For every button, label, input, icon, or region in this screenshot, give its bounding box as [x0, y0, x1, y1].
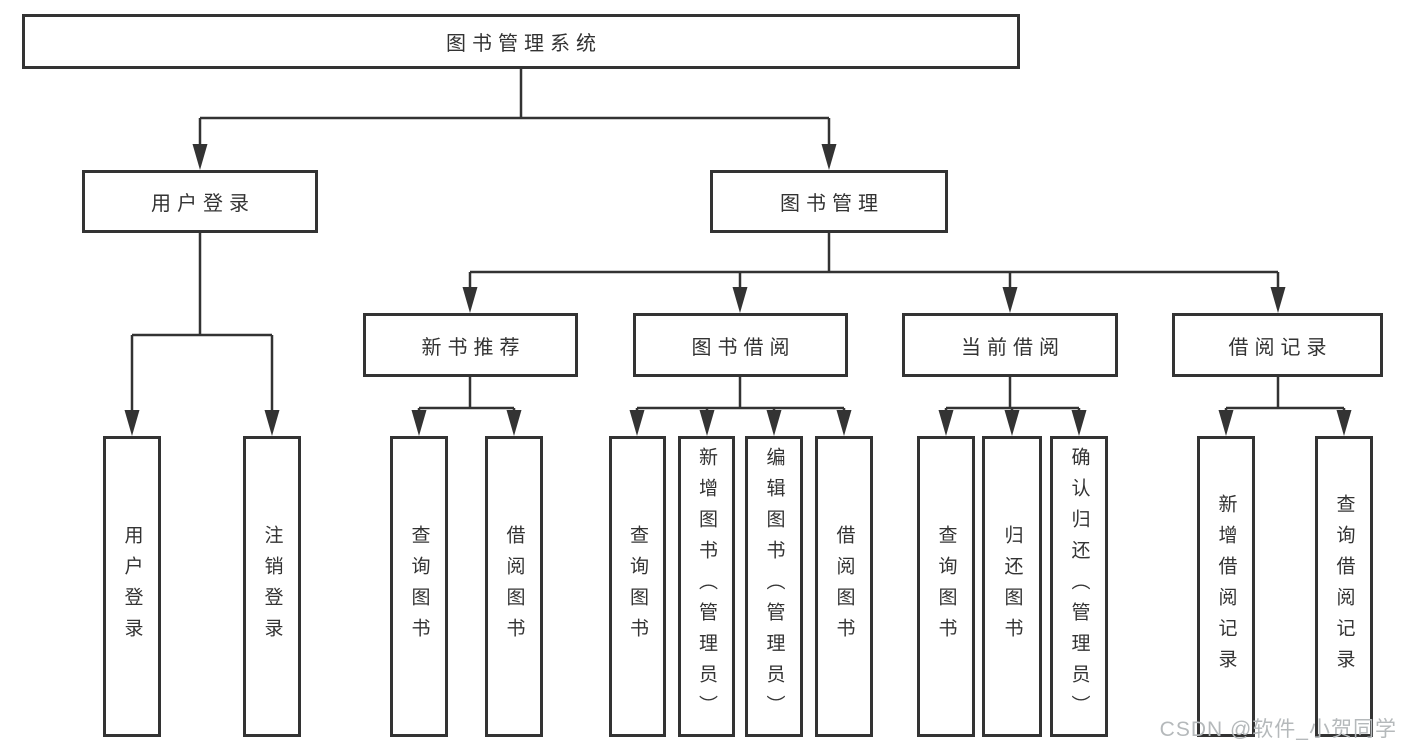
arrowhead [629, 410, 645, 436]
leaf-return-books: 归还图书 [982, 436, 1042, 737]
connector-user-login-children [130, 233, 274, 414]
arrowhead [124, 410, 140, 436]
node-user-login: 用户登录 [82, 170, 318, 233]
leaf-add-books-admin: 新增图书（管理员） [678, 436, 735, 737]
node-book-borrow: 图书借阅 [633, 313, 848, 377]
arrowhead [1002, 287, 1018, 313]
arrowhead [264, 410, 280, 436]
arrowhead [506, 410, 522, 436]
connector-book-mgmt-children [468, 233, 1280, 291]
connector-current-borrow-children [944, 377, 1081, 414]
arrowhead [699, 410, 715, 436]
arrowhead [192, 144, 208, 170]
node-book-mgmt: 图书管理 [710, 170, 948, 233]
leaf-borrow-books-rec: 借阅图书 [485, 436, 543, 737]
leaf-add-borrow-record: 新增借阅记录 [1197, 436, 1255, 737]
node-label: 图书管理系统 [446, 33, 602, 55]
connector-book-borrow-children [635, 377, 846, 414]
connector-borrow-records-children [1224, 377, 1346, 414]
leaf-label: 查询图书 [935, 524, 957, 649]
arrowhead [766, 410, 782, 436]
leaf-label: 编辑图书（管理员） [763, 447, 785, 726]
arrowhead [1004, 410, 1020, 436]
arrowhead [938, 410, 954, 436]
arrowhead [1218, 410, 1234, 436]
connector-new-book-rec-children [417, 377, 516, 414]
node-new-book-rec: 新书推荐 [363, 313, 578, 377]
node-label: 新书推荐 [421, 336, 526, 359]
leaf-query-borrow-record: 查询借阅记录 [1315, 436, 1373, 737]
node-label: 图书管理 [780, 193, 884, 215]
arrowheads [124, 144, 1352, 436]
leaf-user-login: 用户登录 [103, 436, 161, 737]
node-label: 图书借阅 [691, 336, 796, 359]
leaf-borrow-books: 借阅图书 [815, 436, 873, 737]
node-root-system: 图书管理系统 [22, 14, 1020, 69]
arrowhead [411, 410, 427, 436]
arrowhead [462, 287, 478, 313]
connector-lines [130, 69, 1346, 414]
watermark: CSDN @软件_小贺同学 [1159, 718, 1397, 741]
leaf-label: 新增图书（管理员） [696, 447, 717, 726]
connector-root-to-level2 [198, 69, 831, 148]
arrowhead [1270, 287, 1286, 313]
leaf-label: 借阅图书 [833, 524, 855, 649]
leaf-edit-books-admin: 编辑图书（管理员） [745, 436, 803, 737]
leaf-label: 确认归还（管理员） [1068, 447, 1090, 726]
leaf-label: 新增借阅记录 [1215, 493, 1237, 680]
arrowhead [836, 410, 852, 436]
leaf-query-books-current: 查询图书 [917, 436, 975, 737]
leaf-label: 注销登录 [261, 524, 283, 649]
node-label: 当前借阅 [961, 336, 1065, 359]
leaf-query-books-borrow: 查询图书 [609, 436, 666, 737]
node-current-borrow: 当前借阅 [902, 313, 1118, 377]
arrowhead [1071, 410, 1087, 436]
leaf-label: 查询借阅记录 [1333, 493, 1355, 680]
leaf-confirm-return-admin: 确认归还（管理员） [1050, 436, 1108, 737]
node-label: 用户登录 [151, 193, 255, 215]
leaf-label: 用户登录 [121, 524, 143, 649]
leaf-label: 借阅图书 [503, 524, 525, 649]
arrowhead [1336, 410, 1352, 436]
node-borrow-records: 借阅记录 [1172, 313, 1383, 377]
leaf-label: 查询图书 [627, 524, 648, 649]
node-label: 借阅记录 [1228, 336, 1333, 359]
arrowhead [732, 287, 748, 313]
leaf-logout: 注销登录 [243, 436, 301, 737]
leaf-label: 查询图书 [408, 524, 430, 649]
leaf-query-books-rec: 查询图书 [390, 436, 448, 737]
arrowhead [821, 144, 837, 170]
leaf-label: 归还图书 [1001, 524, 1023, 649]
